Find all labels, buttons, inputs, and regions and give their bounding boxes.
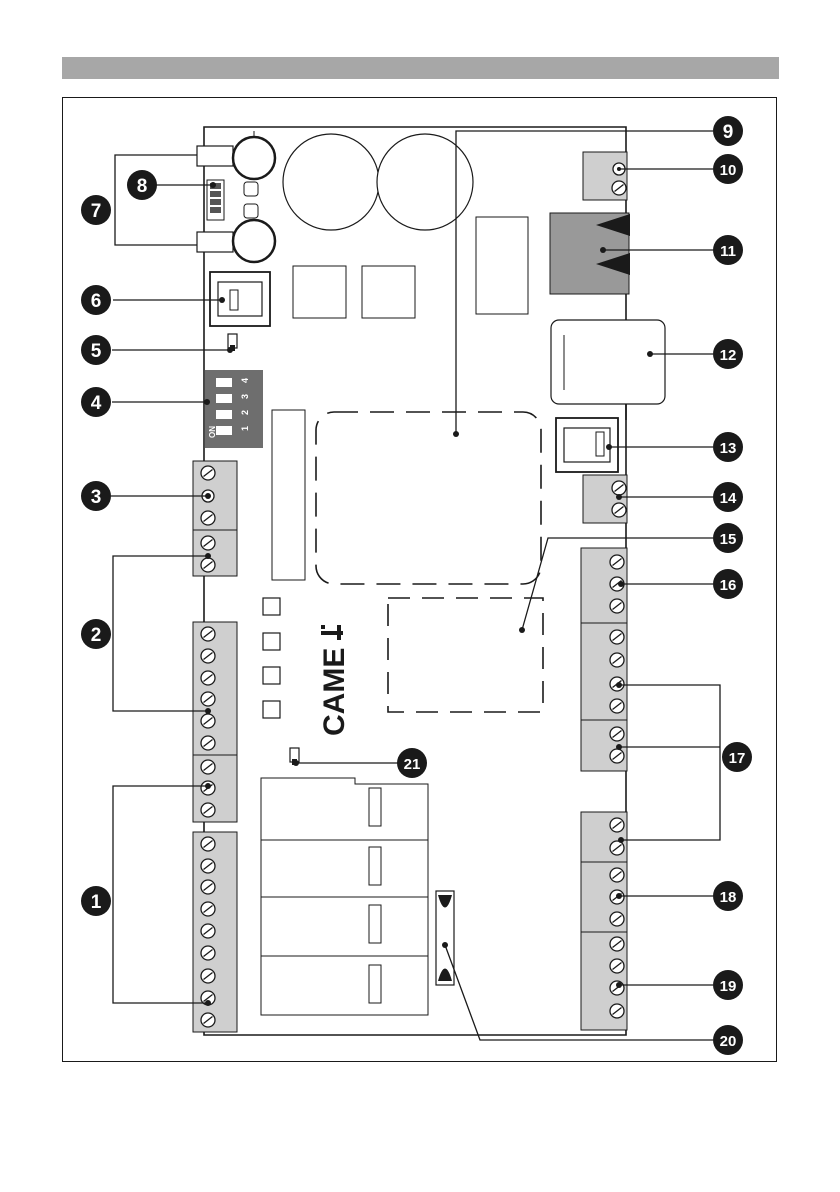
capacitor-left xyxy=(283,134,379,230)
dip-pos-1: 1 xyxy=(240,426,250,431)
svg-text:16: 16 xyxy=(720,577,737,594)
callout-21: 21 xyxy=(397,748,427,778)
svg-text:8: 8 xyxy=(137,176,148,197)
component-12 xyxy=(551,320,665,404)
svg-text:2: 2 xyxy=(91,625,102,646)
terminal-block-left-bottom xyxy=(193,832,237,1032)
callout-12: 12 xyxy=(713,339,743,369)
white-module-9 xyxy=(476,217,528,314)
brand-logo-text: CAME xyxy=(318,648,351,736)
dip-on-label: ON xyxy=(208,426,217,438)
callout-3: 3 xyxy=(81,481,111,511)
svg-text:13: 13 xyxy=(720,440,737,457)
callout-8: 8 xyxy=(127,170,157,200)
capacitor-right xyxy=(377,134,473,230)
svg-text:11: 11 xyxy=(720,243,736,260)
svg-text:19: 19 xyxy=(720,978,737,995)
svg-text:10: 10 xyxy=(720,162,737,179)
dip-switch: 4 3 2 1 ON xyxy=(205,370,263,448)
callout-16: 16 xyxy=(713,569,743,599)
relay-bank xyxy=(261,778,428,1015)
terminal-block-3 xyxy=(193,461,237,576)
callout-20: 20 xyxy=(713,1025,743,1055)
led-square-1 xyxy=(263,598,280,615)
svg-text:7: 7 xyxy=(91,201,102,222)
svg-text:21: 21 xyxy=(404,756,421,773)
dip-pos-4: 4 xyxy=(240,378,250,383)
transformer-11 xyxy=(550,213,630,294)
callout-13: 13 xyxy=(713,432,743,462)
callout-11: 11 xyxy=(713,235,743,265)
svg-text:20: 20 xyxy=(720,1033,737,1050)
svg-text:14: 14 xyxy=(720,490,737,507)
svg-text:3: 3 xyxy=(91,487,102,508)
svg-text:18: 18 xyxy=(720,889,737,906)
svg-text:5: 5 xyxy=(91,341,102,362)
callout-5: 5 xyxy=(81,335,111,365)
terminal-block-18-19 xyxy=(581,812,627,1030)
svg-text:4: 4 xyxy=(91,393,102,414)
callout-1: 1 xyxy=(81,886,111,916)
callout-2: 2 xyxy=(81,619,111,649)
svg-text:1: 1 xyxy=(91,892,102,913)
callout-10: 10 xyxy=(713,154,743,184)
callout-19: 19 xyxy=(713,970,743,1000)
led-square-3 xyxy=(263,667,280,684)
fuse-20 xyxy=(436,891,454,985)
card-connector-left xyxy=(210,272,270,326)
callout-7: 7 xyxy=(81,195,111,225)
led-square-2 xyxy=(263,633,280,650)
relay-top-right xyxy=(362,266,415,318)
svg-text:12: 12 xyxy=(720,347,737,364)
dip-pos-2: 2 xyxy=(240,410,250,415)
svg-text:6: 6 xyxy=(91,291,102,312)
callout-4: 4 xyxy=(81,387,111,417)
callout-14: 14 xyxy=(713,482,743,512)
relay-top-left xyxy=(293,266,346,318)
callout-9: 9 xyxy=(713,116,743,146)
callout-18: 18 xyxy=(713,881,743,911)
svg-text:9: 9 xyxy=(723,122,734,143)
plug-in-strip xyxy=(272,410,305,580)
callout-6: 6 xyxy=(81,285,111,315)
callout-17: 17 xyxy=(722,742,752,772)
callout-15: 15 xyxy=(713,523,743,553)
led-square-4 xyxy=(263,701,280,718)
svg-text:17: 17 xyxy=(729,750,746,767)
dip-pos-3: 3 xyxy=(240,394,250,399)
svg-text:15: 15 xyxy=(720,531,737,548)
terminal-block-left-middle xyxy=(193,622,237,822)
